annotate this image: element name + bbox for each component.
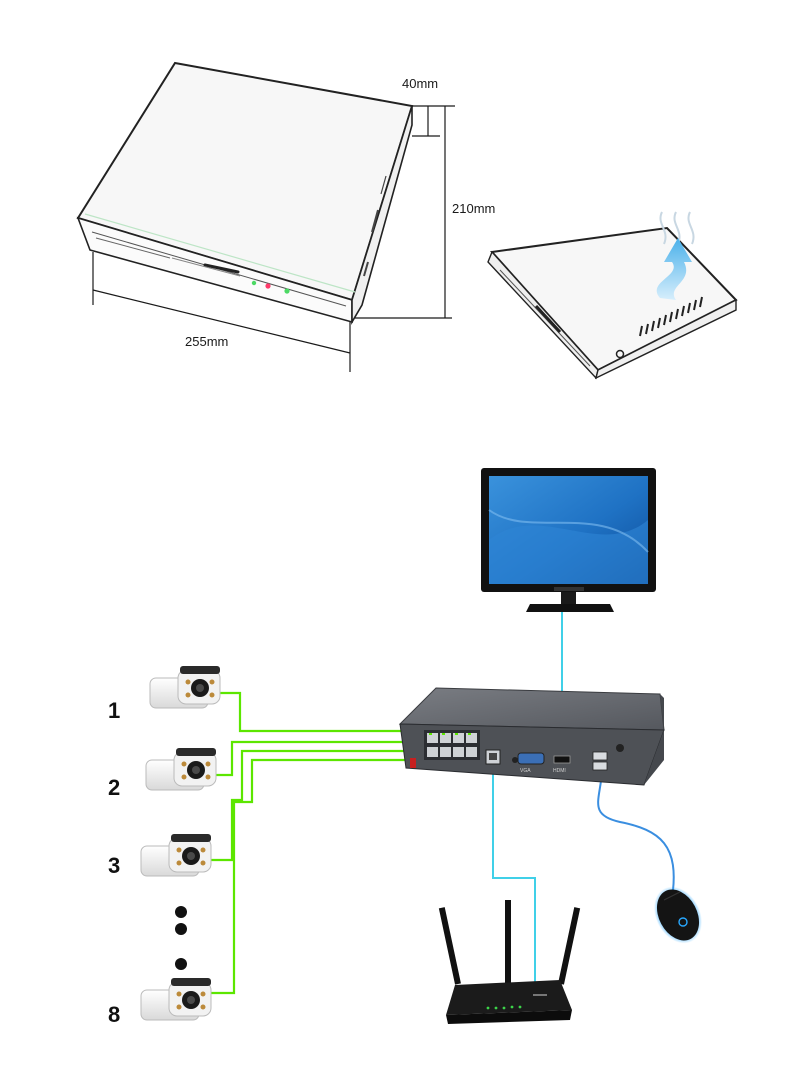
- router-icon: [438, 900, 581, 1024]
- camera-1-cable: [219, 691, 432, 733]
- nvr-heat-dissipation-icon: [487, 226, 738, 380]
- dimension-height-label: 40mm: [402, 76, 438, 91]
- mouse-icon: [654, 886, 702, 944]
- nvr-outline-icon: [76, 61, 414, 325]
- camera-cables: [208, 691, 432, 995]
- dimension-width-label: 255mm: [185, 334, 228, 349]
- camera-8-cable: [208, 758, 432, 995]
- camera-8-label: 8: [108, 1002, 120, 1027]
- camera-3: [140, 834, 212, 877]
- monitor-icon: [481, 468, 656, 612]
- camera-8: [140, 978, 212, 1021]
- camera-2-cable: [213, 740, 432, 777]
- svg-text:VGA: VGA: [520, 768, 531, 774]
- dimension-depth-label: 210mm: [452, 201, 495, 216]
- dimension-lines: [92, 105, 455, 372]
- nvr-device-icon: VGA HDMI: [398, 687, 665, 786]
- camera-2-label: 2: [108, 775, 120, 800]
- camera-1-label: 1: [108, 698, 120, 723]
- camera-1: [149, 666, 221, 709]
- camera-3-label: 3: [108, 853, 120, 878]
- ellipsis-dots: [175, 906, 187, 970]
- bullet-camera-icon: [140, 666, 221, 1021]
- usb-cable: [597, 771, 675, 899]
- camera-3-cable: [208, 749, 432, 862]
- heat-arrow-icon: [656, 211, 695, 300]
- svg-text:HDMI: HDMI: [553, 768, 566, 774]
- camera-2: [145, 748, 217, 791]
- network-cable: [492, 768, 536, 990]
